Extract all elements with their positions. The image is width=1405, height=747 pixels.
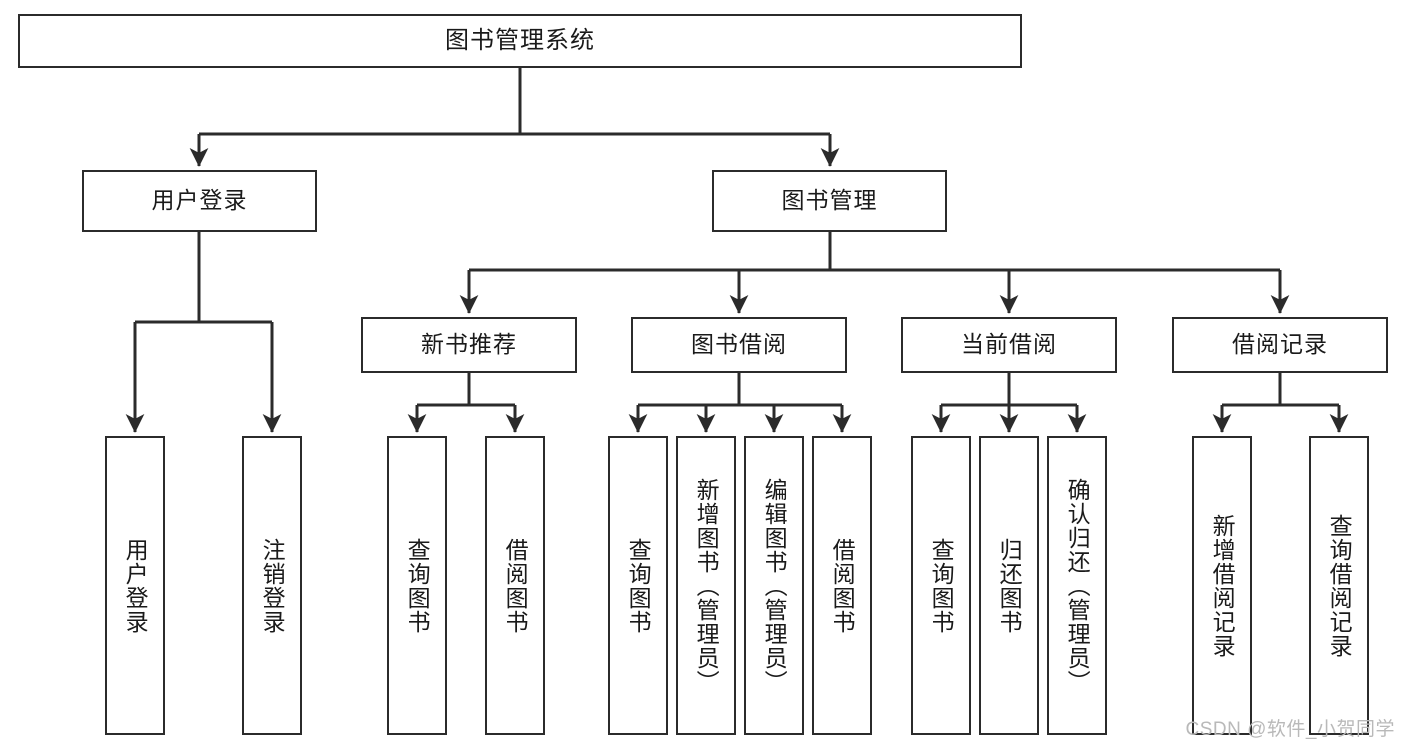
- node-label: 确认归还（管理员）: [1064, 477, 1091, 694]
- node-root-book-management-system[interactable]: 图书管理系统: [18, 14, 1022, 68]
- node-leaf-confirm-return-admin[interactable]: 确认归还（管理员）: [1047, 436, 1107, 735]
- node-book-borrow[interactable]: 图书借阅: [631, 317, 847, 373]
- node-label: 图书管理: [781, 187, 878, 214]
- node-label: 借阅图书: [829, 537, 856, 634]
- node-leaf-add-borrow-record[interactable]: 新增借阅记录: [1192, 436, 1252, 735]
- node-label: 注销登录: [259, 537, 286, 634]
- node-label: 查询图书: [404, 537, 431, 634]
- node-new-book-recommend[interactable]: 新书推荐: [361, 317, 577, 373]
- node-label: 图书借阅: [691, 331, 787, 358]
- node-leaf-edit-book-admin[interactable]: 编辑图书（管理员）: [744, 436, 804, 735]
- node-leaf-borrow-book-2[interactable]: 借阅图书: [812, 436, 872, 735]
- node-label: 查询图书: [625, 537, 652, 634]
- node-leaf-query-book-1[interactable]: 查询图书: [387, 436, 447, 735]
- node-label: 当前借阅: [961, 331, 1057, 358]
- node-borrow-record[interactable]: 借阅记录: [1172, 317, 1388, 373]
- node-label: 借阅图书: [502, 537, 529, 634]
- node-leaf-logout-login[interactable]: 注销登录: [242, 436, 302, 735]
- node-label: 查询图书: [928, 537, 955, 634]
- node-label: 新书推荐: [421, 331, 517, 358]
- node-leaf-borrow-book-1[interactable]: 借阅图书: [485, 436, 545, 735]
- node-user-login[interactable]: 用户登录: [82, 170, 317, 232]
- node-label: 借阅记录: [1232, 331, 1328, 358]
- node-leaf-query-book-3[interactable]: 查询图书: [911, 436, 971, 735]
- node-label: 图书管理系统: [445, 26, 595, 54]
- node-leaf-user-login[interactable]: 用户登录: [105, 436, 165, 735]
- node-label: 编辑图书（管理员）: [761, 477, 788, 694]
- node-leaf-add-book-admin[interactable]: 新增图书（管理员）: [676, 436, 736, 735]
- node-current-borrow[interactable]: 当前借阅: [901, 317, 1117, 373]
- node-book-management[interactable]: 图书管理: [712, 170, 947, 232]
- node-label: 查询借阅记录: [1326, 513, 1353, 658]
- node-label: 新增借阅记录: [1209, 513, 1236, 658]
- csdn-watermark: CSDN @软件_小贺同学: [1185, 719, 1395, 740]
- node-leaf-query-book-2[interactable]: 查询图书: [608, 436, 668, 735]
- node-label: 新增图书（管理员）: [693, 477, 720, 694]
- node-label: 用户登录: [122, 537, 149, 634]
- node-leaf-query-borrow-record[interactable]: 查询借阅记录: [1309, 436, 1369, 735]
- node-label: 归还图书: [996, 537, 1023, 634]
- node-leaf-return-book[interactable]: 归还图书: [979, 436, 1039, 735]
- node-label: 用户登录: [151, 187, 248, 214]
